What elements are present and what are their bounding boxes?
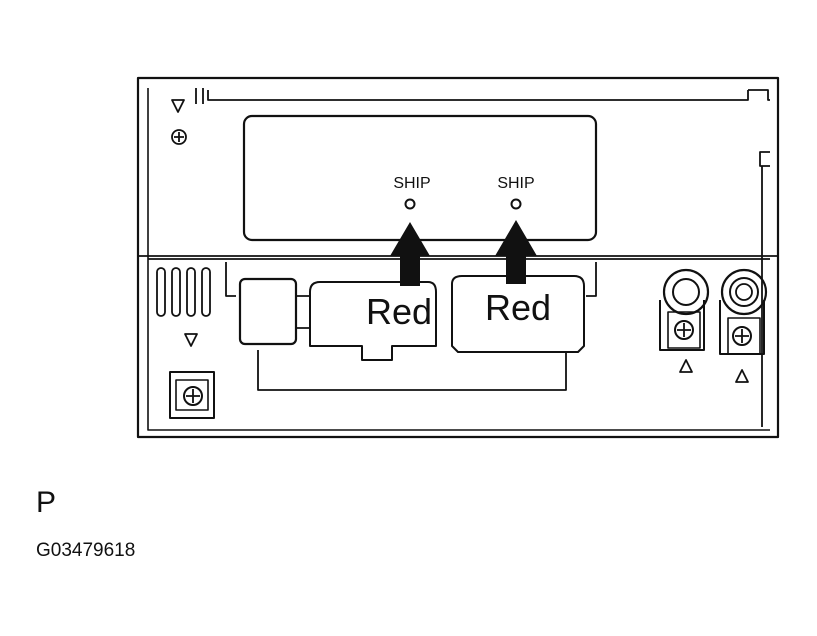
- led-label-left: SHIP: [393, 175, 430, 192]
- screw-icon: [171, 129, 187, 145]
- connector-ring-icon: [719, 268, 768, 355]
- housing-outline: [136, 76, 780, 439]
- screw-terminal-left: [169, 371, 215, 419]
- top-lip: [207, 89, 770, 101]
- figure-id: G03479618: [36, 540, 136, 561]
- section-divider: [138, 255, 778, 260]
- triangle-marker-icon: [184, 333, 198, 347]
- triangle-marker-icon: [171, 99, 185, 113]
- housing-inner-edge: [147, 88, 770, 431]
- connector-link: [296, 295, 310, 329]
- corner-letter: P: [36, 486, 57, 519]
- arrow-up-icon: [495, 220, 537, 284]
- triangle-marker-icon: [679, 359, 693, 373]
- fuse-bracket-upper: [225, 262, 597, 297]
- fuse-holder-left: [309, 281, 437, 361]
- vent-slots: [156, 267, 211, 317]
- tab-left: [195, 88, 204, 104]
- led-label-right: SHIP: [497, 175, 534, 192]
- fuse-bracket-lower: [257, 350, 567, 391]
- fuse-label-left: Red: [366, 291, 432, 332]
- triangle-marker-icon: [735, 369, 749, 383]
- arrow-up-icon: [390, 222, 430, 286]
- led-left: [404, 198, 416, 210]
- connector-ring-icon: [659, 268, 710, 351]
- led-right: [510, 198, 522, 210]
- connector-block: [238, 277, 298, 346]
- right-notch: [759, 151, 770, 427]
- fuse-label-right: Red: [485, 287, 551, 328]
- fuse-holder-right: [451, 275, 585, 353]
